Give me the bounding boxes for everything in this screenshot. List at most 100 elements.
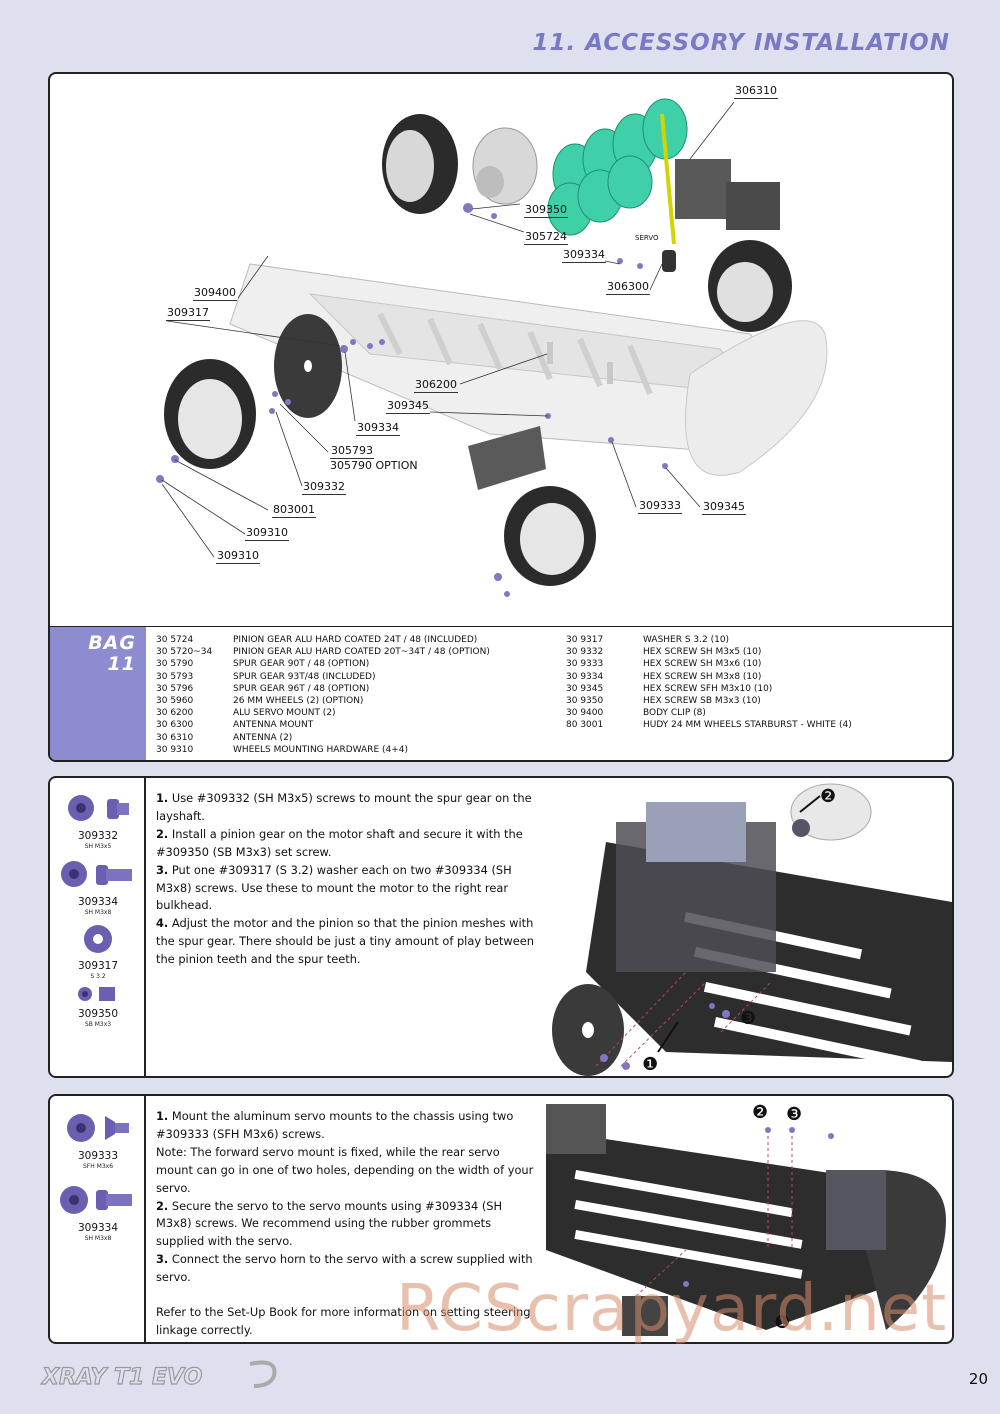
step2-instruction: 1. Mount the aluminum servo mounts to th… bbox=[156, 1109, 514, 1141]
callout-305724: 305724 bbox=[524, 230, 568, 245]
marker-2: ❷ bbox=[820, 786, 837, 807]
callout-309350: 309350 bbox=[524, 203, 568, 218]
screw-icon bbox=[61, 861, 132, 887]
bag-label-title: BAG bbox=[88, 632, 136, 654]
step2-instruction: 2. Secure the servo to the servo mounts … bbox=[156, 1198, 503, 1249]
step2-instruction: 3. Connect the servo horn to the servo w… bbox=[156, 1252, 533, 1285]
step1-hardware-sidebar: 309332 SH M3x5 309334 SH M3x8 309317 S 3… bbox=[50, 778, 146, 1076]
antenna-mount bbox=[662, 250, 676, 272]
marker-1: ❶ bbox=[642, 1054, 659, 1075]
servo-post bbox=[607, 362, 613, 384]
xray-logo: XRAY T1 EVO bbox=[39, 1360, 277, 1391]
step1-instructions: 1. Use #309332 (SH M3x5) screws to mount… bbox=[156, 790, 536, 969]
callout-309345-mid: 309345 bbox=[386, 399, 430, 414]
marker-3: ❸ bbox=[786, 1104, 803, 1125]
screw-icon bbox=[68, 795, 129, 821]
speed-controller bbox=[675, 159, 731, 219]
set-screw-icon bbox=[78, 987, 115, 1001]
motor bbox=[790, 783, 872, 841]
antenna bbox=[660, 113, 676, 245]
step2-panel: 309333 SFH M3x6 309334 SH M3x8 1. Mount … bbox=[48, 1094, 954, 1344]
rear-bulkhead bbox=[546, 1104, 606, 1154]
watermark: RCScrapyard.net bbox=[396, 1272, 948, 1346]
callout-309334-top: 309334 bbox=[562, 248, 606, 263]
step2-footer-note: Refer to the Set-Up Book for more inform… bbox=[156, 1305, 531, 1337]
front-bumper bbox=[685, 320, 828, 476]
step1-figure: ❶ ❷ ❸ bbox=[546, 782, 952, 1076]
step2-figure: ❶ ❷ ❸ bbox=[546, 1100, 952, 1342]
receiver bbox=[726, 182, 780, 230]
step1-instruction: 4. Adjust the motor and the pinion so th… bbox=[156, 916, 534, 967]
page-title: 11. ACCESSORY INSTALLATION bbox=[532, 30, 950, 56]
logo-text: XRAY T1 EVO bbox=[40, 1365, 202, 1390]
step1-panel: 309332 SH M3x5 309334 SH M3x8 309317 S 3… bbox=[48, 776, 954, 1078]
callout-servo: SERVO bbox=[635, 234, 659, 242]
callout-305793: 305793 bbox=[330, 444, 374, 459]
marker-1: ❶ bbox=[774, 1312, 791, 1333]
callout-306310: 306310 bbox=[734, 84, 778, 99]
callout-305790-option: 305790 OPTION bbox=[330, 459, 418, 472]
hardware-309334: 309334 SH M3x8 bbox=[50, 858, 146, 916]
callout-306200: 306200 bbox=[414, 378, 458, 393]
motor-mount-illustration bbox=[552, 783, 952, 1076]
callout-306300: 306300 bbox=[606, 280, 650, 295]
servo bbox=[468, 426, 546, 490]
servo-mount-illustration bbox=[546, 1104, 946, 1336]
hardware-309317: 309317 S 3.2 bbox=[50, 922, 146, 980]
screw-icon bbox=[60, 1186, 132, 1214]
bag-label-number: 11 bbox=[107, 653, 136, 675]
hardware-309332: 309332 SH M3x5 bbox=[50, 792, 146, 850]
step1-instruction: 2. Install a pinion gear on the motor sh… bbox=[156, 826, 523, 859]
battery-pack bbox=[547, 98, 688, 236]
hardware-309350: 309350 SB M3x3 bbox=[50, 984, 146, 1028]
callout-309317: 309317 bbox=[166, 306, 210, 321]
callout-803001: 803001 bbox=[272, 503, 316, 518]
page-number: 20 bbox=[968, 1370, 988, 1388]
exploded-diagram: 306310 309350 305724 SERVO 309334 306300… bbox=[50, 74, 952, 626]
callout-309310-lower: 309310 bbox=[216, 549, 260, 564]
step2-hardware-sidebar: 309333 SFH M3x6 309334 SH M3x8 bbox=[50, 1096, 146, 1342]
step1-instruction: 3. Put one #309317 (S 3.2) washer each o… bbox=[156, 862, 512, 913]
flat-screw-icon bbox=[67, 1114, 129, 1142]
callout-309400: 309400 bbox=[193, 286, 237, 301]
hardware-309334: 309334 SH M3x8 bbox=[50, 1182, 146, 1242]
callout-309334-mid: 309334 bbox=[356, 421, 400, 436]
callout-309332: 309332 bbox=[302, 480, 346, 495]
servo-post bbox=[547, 342, 553, 364]
marker-3: ❸ bbox=[740, 1008, 757, 1029]
logo-swoosh bbox=[249, 1360, 277, 1388]
hardware-309333: 309333 SFH M3x6 bbox=[50, 1110, 146, 1170]
step2-instructions: 1. Mount the aluminum servo mounts to th… bbox=[156, 1108, 536, 1340]
callout-309310-upper: 309310 bbox=[245, 526, 289, 541]
pinion-gear bbox=[792, 819, 810, 837]
callout-309333: 309333 bbox=[638, 499, 682, 514]
chassis-diagram bbox=[156, 98, 828, 597]
washer-icon bbox=[84, 925, 112, 953]
front-suspension bbox=[826, 1170, 886, 1250]
suspension-arm bbox=[646, 802, 746, 862]
marker-2: ❷ bbox=[752, 1102, 769, 1123]
step2-instruction: Note: The forward servo mount is fixed, … bbox=[156, 1144, 534, 1195]
bag-label: BAG 11 bbox=[50, 627, 146, 760]
servo bbox=[622, 1296, 668, 1336]
